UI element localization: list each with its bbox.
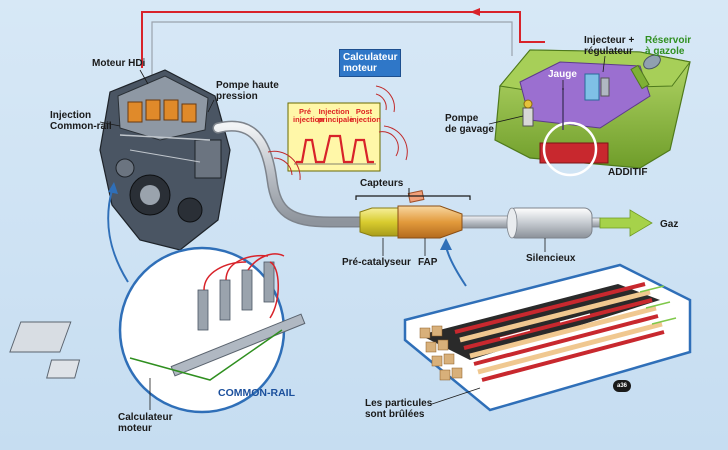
hdi-engine xyxy=(99,69,231,251)
signal-waves xyxy=(267,85,408,181)
label-reservoir-gazole: Réservoir à gazole xyxy=(645,35,692,57)
fuel-tank xyxy=(494,49,691,177)
pointer-arrows xyxy=(107,182,467,287)
label-pre-catalyseur: Pré-catalyseur xyxy=(342,257,411,268)
label-common-rail: COMMON-RAIL xyxy=(218,387,295,399)
common-rail-detail xyxy=(9,246,306,414)
label-injecteur-regulateur: Injecteur + régulateur xyxy=(584,35,635,57)
label-post-injection: Post injection xyxy=(350,107,381,124)
label-injection-common-rail: Injection Common-rail xyxy=(50,110,112,132)
label-jauge: Jauge xyxy=(548,69,577,80)
label-fap: FAP xyxy=(418,257,438,268)
injection-graph xyxy=(287,102,381,172)
label-pompe-de-gavage: Pompe de gavage xyxy=(445,113,494,135)
pre-catalyst-and-filter xyxy=(359,190,463,239)
label-calculateur-moteur-bottom: Calculateur moteur xyxy=(118,412,173,434)
label-pre-injection: Pré injection xyxy=(293,107,324,124)
label-silencieux: Silencieux xyxy=(526,253,576,264)
label-additif: ADDITIF xyxy=(608,167,648,178)
label-moteur-hdi: Moteur HDi xyxy=(92,58,146,69)
fuel-return-line xyxy=(141,8,545,78)
label-particules-brulees: Les particules sont brûlées xyxy=(365,398,433,420)
label-capteurs: Capteurs xyxy=(360,178,404,189)
silencer xyxy=(506,207,593,239)
exhaust-gas-arrow xyxy=(599,209,653,237)
fap-detail xyxy=(403,263,692,412)
label-pompe-haute-pression: Pompe haute pression xyxy=(216,80,279,102)
capteurs-bracket xyxy=(355,188,471,200)
label-fap-detail: FAP xyxy=(512,294,534,306)
leader-lines xyxy=(99,55,606,410)
figure-badge: a36 xyxy=(613,380,631,392)
label-injection-principale: Injection principale xyxy=(318,107,354,124)
label-gaz: Gaz xyxy=(660,219,679,230)
calculateur-moteur-box: Calculateur moteur xyxy=(339,49,401,77)
exhaust-line xyxy=(212,120,601,229)
